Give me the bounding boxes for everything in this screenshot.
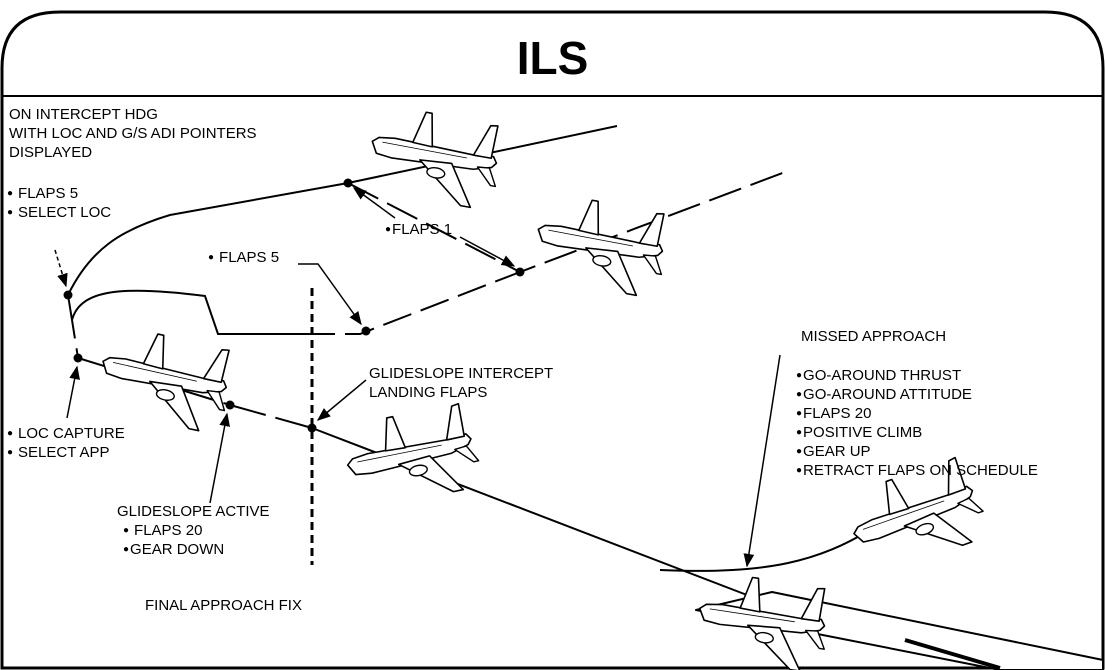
- aircraft-icon: [338, 400, 485, 513]
- aircraft-icon: [92, 323, 238, 436]
- action-item: RETRACT FLAPS ON SCHEDULE: [796, 461, 1038, 480]
- note-line: DISPLAYED: [9, 144, 93, 161]
- glideslope-intercept-note: GLIDESLOPE INTERCEPT LANDING FLAPS: [369, 364, 553, 402]
- intercept-heading-note: ON INTERCEPT HDG WITH LOC AND G/S ADI PO…: [9, 105, 257, 162]
- intercept-actions: FLAPS 5 SELECT LOC: [7, 184, 111, 222]
- final-approach-fix-label: FINAL APPROACH FIX: [145, 597, 302, 614]
- action-item: LOC CAPTURE: [7, 424, 125, 443]
- note-line: LANDING FLAPS: [369, 384, 488, 401]
- aircraft-icon: [363, 103, 507, 212]
- note-line: GLIDESLOPE INTERCEPT: [369, 365, 554, 382]
- action-item: GEAR UP: [796, 442, 1038, 461]
- inbound-leg-path: [305, 271, 521, 335]
- waypoint-dot-icon: [63, 178, 525, 433]
- glideslope-active-actions: FLAPS 20 GEAR DOWN: [123, 521, 224, 559]
- action-item: GO-AROUND THRUST: [796, 366, 1038, 385]
- action-item: SELECT APP: [7, 443, 125, 462]
- loc-capture-actions: LOC CAPTURE SELECT APP: [7, 424, 125, 462]
- frame-border: [0, 10, 1105, 670]
- procedure-turn-path: [71, 289, 305, 335]
- missed-approach-path: [659, 529, 871, 572]
- flaps-5-label: FLAPS 5: [208, 248, 279, 269]
- leader-arrow-icon: [54, 187, 781, 568]
- flaps-1-label: FLAPS 1: [385, 220, 452, 241]
- action-item: FLAPS 20: [796, 404, 1038, 423]
- action-item: FLAPS 5: [7, 184, 111, 203]
- action-item: GEAR DOWN: [123, 540, 224, 559]
- aircraft-icon: [692, 570, 834, 670]
- action-item: SELECT LOC: [7, 203, 111, 222]
- action-item: FLAPS 20: [123, 521, 224, 540]
- missed-approach-label: MISSED APPROACH: [801, 328, 947, 345]
- missed-approach-actions: GO-AROUND THRUST GO-AROUND ATTITUDE FLAP…: [796, 366, 1038, 480]
- page-title: ILS: [516, 32, 589, 84]
- aircraft-icon: [529, 191, 673, 300]
- action-item: POSITIVE CLIMB: [796, 423, 1038, 442]
- action-item: GO-AROUND ATTITUDE: [796, 385, 1038, 404]
- note-line: WITH LOC AND G/S ADI POINTERS: [9, 125, 257, 142]
- glideslope-active-label: GLIDESLOPE ACTIVE: [117, 503, 270, 520]
- note-line: ON INTERCEPT HDG: [9, 106, 158, 123]
- initial-intercept-path: [67, 125, 618, 296]
